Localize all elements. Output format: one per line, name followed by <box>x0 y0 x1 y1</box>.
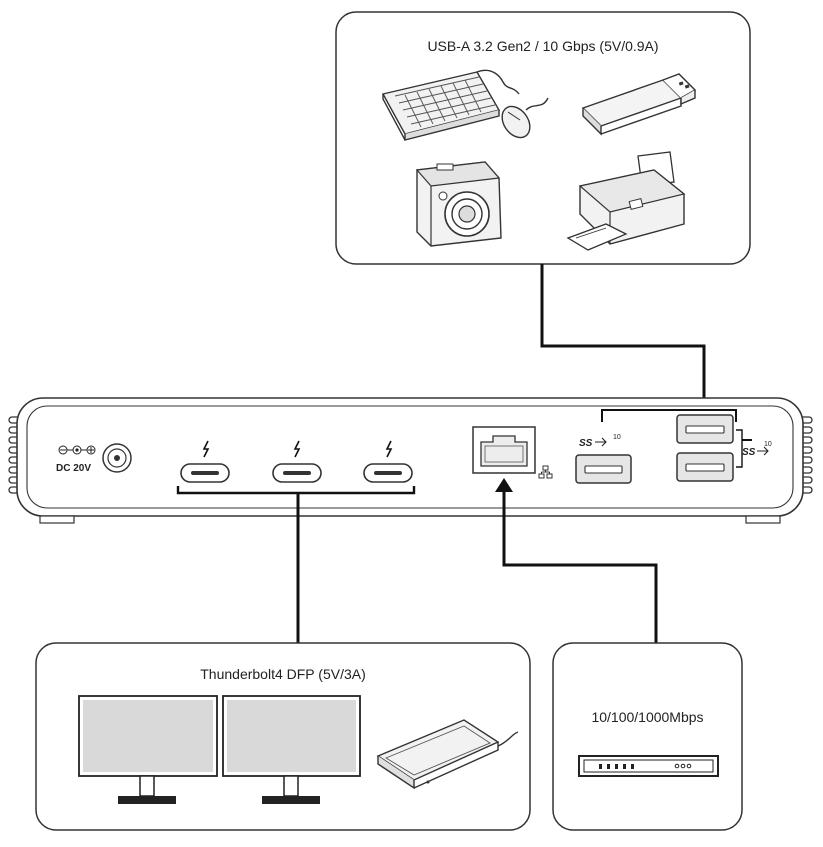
monitor-icon <box>78 695 218 804</box>
lan-box-title: 10/100/1000Mbps <box>591 709 704 725</box>
usb-box-title: USB-A 3.2 Gen2 / 10 Gbps (5V/0.9A) <box>427 38 659 54</box>
thunderbolt-port-2 <box>272 440 322 483</box>
thunderbolt-icon <box>293 440 301 458</box>
usb-right-bracket <box>736 429 743 468</box>
usb-bracket <box>601 409 752 441</box>
svg-text:10: 10 <box>764 441 772 448</box>
dc-polarity-icon <box>58 445 96 455</box>
monitor-icon <box>222 695 361 804</box>
svg-text:10: 10 <box>613 434 621 441</box>
usb-superspeed-logo-1: SS 10 <box>579 434 621 449</box>
network-icon <box>538 465 553 479</box>
usb-a-port-upper-right <box>676 414 734 444</box>
usb-superspeed-logo-2: SS 10 <box>742 441 772 458</box>
keyboard-icon <box>381 69 520 141</box>
thunderbolt-box-title: Thunderbolt4 DFP (5V/3A) <box>200 666 366 682</box>
dc-power-jack <box>102 443 132 473</box>
camera-icon <box>415 161 502 247</box>
external-drive-icon <box>376 719 519 790</box>
thunderbolt-bracket <box>176 486 416 495</box>
mouse-icon <box>501 97 549 139</box>
dc-input-label: DC 20V <box>56 463 91 474</box>
usb-flash-drive-icon <box>581 73 697 136</box>
svg-text:SS: SS <box>742 447 756 458</box>
ethernet-connector-line <box>502 486 658 643</box>
usb-a-port-lower-right <box>676 452 734 482</box>
thunderbolt-icon <box>385 440 393 458</box>
thunderbolt-icon <box>202 440 210 458</box>
lan-device-box <box>552 642 743 831</box>
network-switch-icon <box>578 755 719 777</box>
thunderbolt-port-3 <box>363 440 413 483</box>
printer-icon <box>566 151 686 251</box>
usb-a-port-left <box>575 454 632 484</box>
ethernet-arrow-head <box>495 478 513 492</box>
dock-body <box>8 397 813 524</box>
svg-text:SS: SS <box>579 438 593 449</box>
usb-connector-line <box>540 264 706 404</box>
thunderbolt-port-1 <box>180 440 230 483</box>
ethernet-port <box>472 426 536 474</box>
